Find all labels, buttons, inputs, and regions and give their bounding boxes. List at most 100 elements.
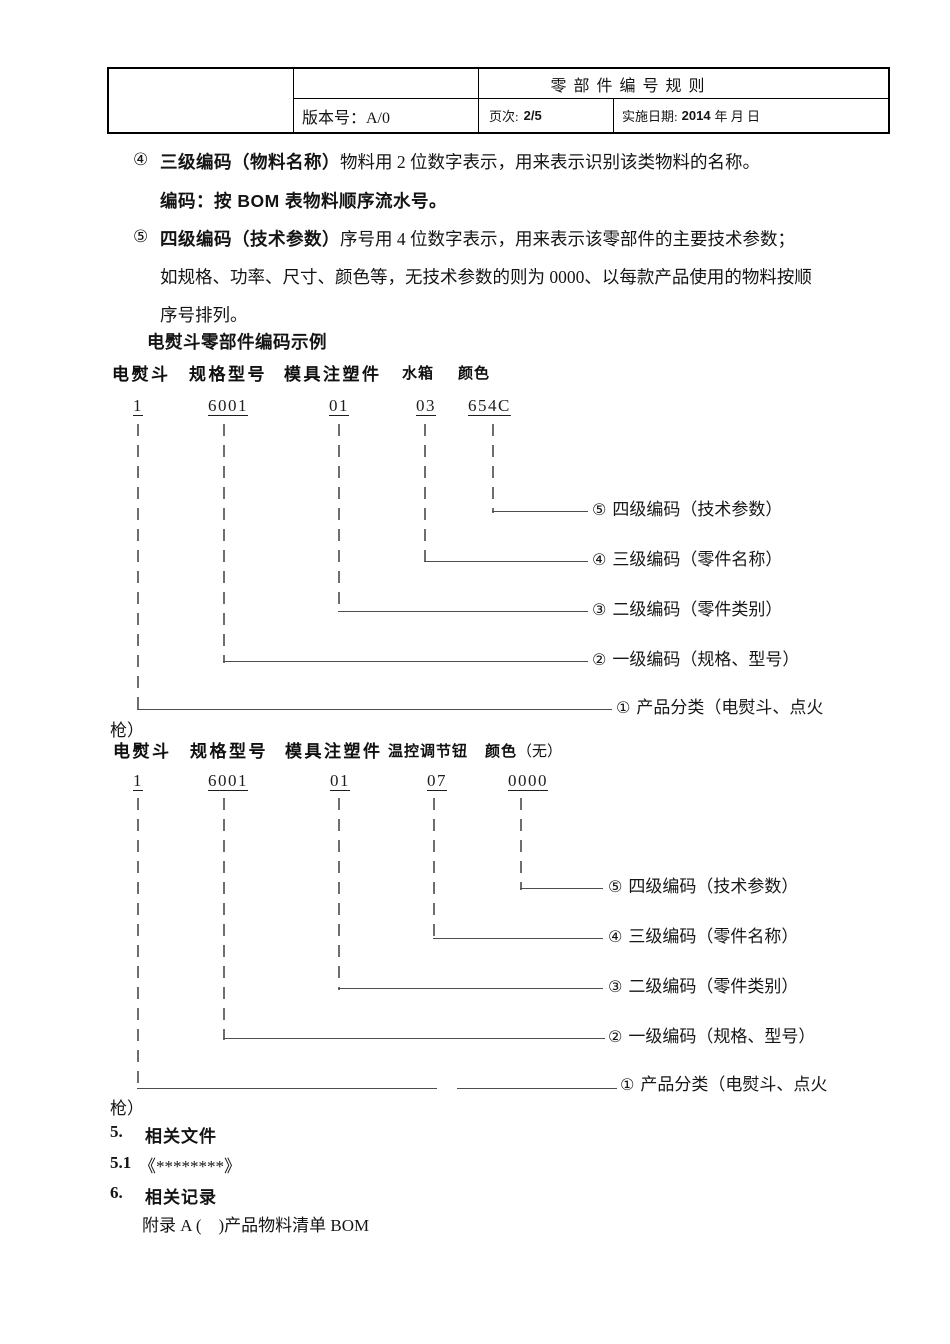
doc-title: 零部件编号规则 [550,77,712,95]
level-badge: ⑤ [608,877,623,896]
logo-cell [109,69,294,132]
d2-col-header: 电熨斗 [113,742,172,761]
page-label: 页次: [489,109,519,124]
item5-line3: 序号排列。 [160,305,248,325]
level-text: 一级编码（规格、型号） [612,650,800,669]
d1-horizontal-connector [137,709,612,710]
item4-text: 物料用 2 位数字表示，用来表示识别该类物料的名称。 [340,152,760,172]
item5-text: 序号用 4 位数字表示，用来表示该零部件的主要技术参数； [340,229,795,249]
appendix-line: 附录 A ( )产品物料清单 BOM [142,1216,370,1235]
d2-horizontal-connector [223,1038,605,1039]
d2-code-value: 07 [427,771,447,790]
d2-vertical-connector [520,798,522,890]
d1-code-value: 6001 [208,396,248,415]
d2-horizontal-connector [137,1088,437,1089]
d1-vertical-connector [424,424,426,563]
d1-horizontal-connector [492,511,588,512]
level-badge: ③ [592,600,607,619]
d1-vertical-connector [338,424,340,613]
d1-horizontal-connector [424,561,588,562]
d1-level-label: ② 一级编码（规格、型号） [592,645,799,670]
d2-vertical-connector [137,798,139,1090]
level-badge: ① [620,1075,635,1094]
item5-marker: ⑤ [133,227,149,247]
d1-code-value: 01 [329,396,349,415]
d2-horizontal-connector [520,888,603,889]
date-label: 实施日期: [622,109,678,124]
level-text: 三级编码（零件名称） [628,927,799,946]
level-badge: ④ [592,550,607,569]
section51-number: 5.1 [110,1153,132,1172]
level-text: 二级编码（零件类别） [628,977,799,996]
header-table: 零部件编号规则 版本号：A/0 页次: 2/5 实施日期: 2014 年 月 日 [107,67,890,134]
d2-vertical-connector [433,798,435,940]
d2-code-value: 6001 [208,771,248,790]
d1-vertical-connector [492,424,494,513]
d1-label-wrap: 枪） [110,721,144,740]
item5-bold: 四级编码（技术参数） [160,229,340,249]
item4-marker: ④ [133,150,149,170]
example-title: 电熨斗零部件编码示例 [147,332,327,352]
level-text: 三级编码（零件名称） [612,550,783,569]
d2-horizontal-connector [338,988,603,989]
d1-horizontal-connector [338,611,588,612]
level-text: 产品分类（电熨斗、点火 [636,698,824,717]
item4-bold: 三级编码（物料名称） [160,152,340,172]
d2-label-wrap: 枪） [110,1099,144,1118]
level-badge: ② [608,1027,623,1046]
d1-col-header: 模具注塑件 [284,365,382,384]
d2-horizontal-connector [457,1088,617,1089]
d1-vertical-connector [137,424,139,711]
section5-title: 相关文件 [145,1127,217,1146]
item4-subline: 编码：按 BOM 表物料顺序流水号。 [160,191,448,211]
d1-horizontal-connector [223,661,588,662]
version-cell: 版本号：A/0 [294,99,479,132]
empty-cell [294,69,479,98]
d2-vertical-connector [223,798,225,1040]
d2-code-value: 1 [133,771,143,790]
d2-horizontal-connector [433,938,603,939]
d1-level-label: ① 产品分类（电熨斗、点火 [616,693,823,718]
section51-text: 《********》 [139,1157,241,1176]
d2-level-label: ① 产品分类（电熨斗、点火 [620,1070,827,1095]
color-header-bold: 颜色 [485,743,518,760]
color-header-normal: （无） [517,744,563,760]
level-badge: ③ [608,977,623,996]
level-text: 产品分类（电熨斗、点火 [640,1075,828,1094]
level-text: 一级编码（规格、型号） [628,1027,816,1046]
section6-title: 相关记录 [145,1188,217,1207]
d2-col-header-color: 颜色（无） [485,740,562,761]
page-value: 2/5 [523,108,542,123]
d2-col-header: 模具注塑件 [285,742,383,761]
section5-number: 5. [110,1122,123,1141]
d2-code-value: 01 [330,771,350,790]
level-badge: ① [616,698,631,717]
level-text: 四级编码（技术参数） [628,877,799,896]
d1-level-label: ④ 三级编码（零件名称） [592,545,782,570]
item5-line: 四级编码（技术参数）序号用 4 位数字表示，用来表示该零部件的主要技术参数； [160,226,795,251]
page-cell: 页次: 2/5 [479,99,614,132]
date-cell: 实施日期: 2014 年 月 日 [614,99,888,132]
d2-level-label: ② 一级编码（规格、型号） [608,1022,815,1047]
item5-line2: 如规格、功率、尺寸、颜色等，无技术参数的则为 0000、以每款产品使用的物料按顺 [160,267,812,287]
d1-code-value: 1 [133,396,143,415]
section6-number: 6. [110,1183,123,1202]
level-badge: ② [592,650,607,669]
level-badge: ④ [608,927,623,946]
d1-code-value: 03 [416,396,436,415]
d2-level-label: ⑤ 四级编码（技术参数） [608,872,798,897]
d1-col-header: 电熨斗 [112,365,171,384]
level-badge: ⑤ [592,500,607,519]
d1-vertical-connector [223,424,225,663]
d2-level-label: ④ 三级编码（零件名称） [608,922,798,947]
d1-col-header: 水箱 [402,365,435,382]
d1-col-header: 颜色 [458,365,491,382]
d1-code-value: 654C [468,396,511,415]
d2-level-label: ③ 二级编码（零件类别） [608,972,798,997]
d2-col-header: 规格型号 [190,742,268,761]
d2-code-value: 0000 [508,771,548,790]
d1-col-header: 规格型号 [189,365,267,384]
